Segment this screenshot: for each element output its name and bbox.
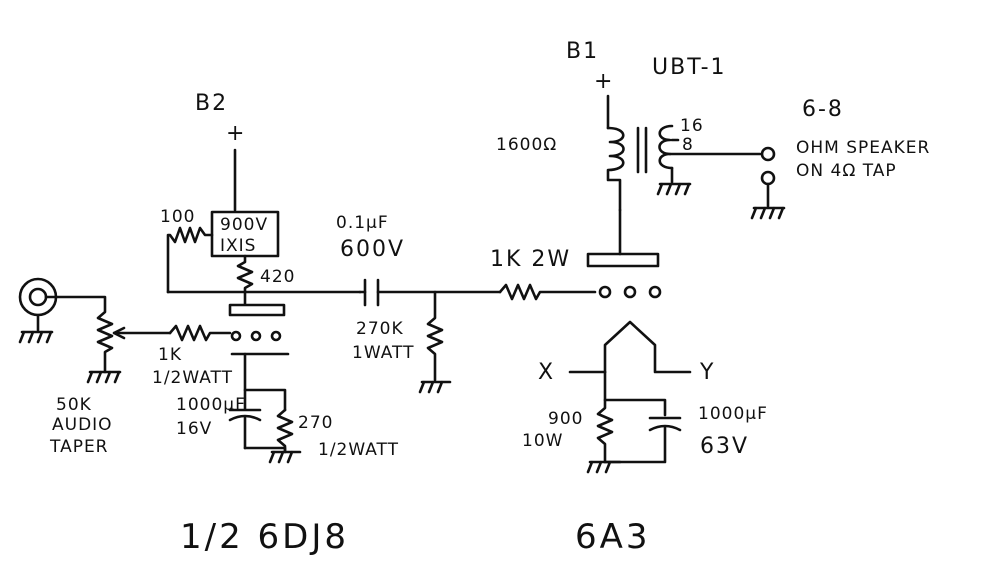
pot-label-line2: AUDIO: [52, 415, 113, 435]
cathode-6a3-cap: [603, 416, 682, 464]
transformer-core: [636, 126, 648, 174]
filament-y-label: Y: [699, 360, 715, 385]
b2-label: B2: [195, 91, 228, 116]
coupling-cap-value: 0.1μF: [336, 213, 389, 233]
speaker-label-line2: OHM SPEAKER: [796, 138, 930, 158]
tap-8-label: 8: [682, 135, 694, 155]
grid-pin-6a3-a: [598, 285, 612, 299]
cathode-6a3-res-value: 900: [548, 409, 583, 429]
regulator-100-resistor: [166, 226, 214, 294]
input-jack-ground: [18, 313, 54, 344]
cathode-6dj8-cap-value: 1000μF: [176, 395, 246, 415]
regulator-top-resistor-label: 100: [160, 207, 195, 227]
input-resistor-value: 1K: [158, 345, 182, 365]
primary-impedance-label: 1600Ω: [496, 135, 557, 155]
b1-label: B1: [566, 39, 599, 64]
pot-label-line1: 50K: [56, 395, 92, 415]
output-tube-label: 6A3: [575, 517, 651, 557]
cathode-6a3-ground: [586, 460, 622, 474]
secondary-tap-wire: [668, 138, 762, 156]
regulator-line1: 900V: [220, 215, 268, 235]
plate-6a3: [586, 252, 660, 268]
cathode-6dj8-resistor: [276, 408, 294, 454]
filament-x-label: X: [538, 360, 555, 385]
grid-leak-value: 270K: [356, 319, 404, 339]
coupling-cap-voltage: 600V: [340, 237, 405, 262]
cathode-6dj8-res-watt: 1/2WATT: [318, 440, 399, 460]
b2-plus: +: [226, 121, 246, 146]
volume-pot: [44, 295, 114, 374]
grid-pin-6a3-b: [623, 285, 637, 299]
cathode-6dj8-cap-voltage: 16V: [176, 419, 212, 439]
transformer-label: UBT-1: [652, 55, 727, 80]
regulator-line2: IXIS: [220, 236, 256, 256]
b1-plus: +: [594, 69, 614, 94]
grid-pin-6dj8-a: [230, 330, 242, 342]
speaker-label-line1: 6-8: [802, 97, 844, 122]
grid-leak-resistor: [426, 290, 444, 382]
grid-pin-6dj8-c: [270, 330, 282, 342]
cathode-6dj8-cap: [228, 388, 262, 450]
driver-tube-label: 1/2 6DJ8: [180, 517, 349, 557]
transformer-secondary: [658, 124, 674, 170]
coupling-capacitor: [363, 278, 380, 307]
grid-stopper-resistor: [498, 283, 597, 301]
cathode-6a3-cap-voltage: 63V: [700, 434, 749, 459]
input-1k-resistor: [168, 324, 232, 342]
cathode-6dj8-wire: [243, 352, 287, 412]
grid-leak-watt: 1WATT: [352, 343, 414, 363]
regulator-bottom-resistor-label: 420: [260, 267, 295, 287]
cathode-6dj8-ground: [243, 446, 302, 464]
pot-label-line3: TAPER: [49, 437, 109, 457]
input-jack-inner: [28, 287, 48, 307]
plate-6dj8: [228, 303, 286, 317]
cathode-6dj8-res-value: 270: [298, 413, 333, 433]
cathode-6a3-res-watt: 10W: [522, 431, 563, 451]
regulator-420-resistor: [236, 254, 254, 306]
tap-16-label: 16: [680, 116, 704, 136]
grid-pin-6dj8-b: [250, 330, 262, 342]
speaker-label-line3: ON 4Ω TAP: [796, 161, 897, 181]
pot-wiper-arrow: [112, 326, 126, 340]
cathode-6a3-wire: [603, 370, 667, 417]
speaker-terminal-negative: [760, 170, 776, 186]
grid-leak-ground: [418, 380, 452, 394]
speaker-ground: [750, 182, 786, 220]
pot-ground: [86, 370, 122, 384]
cathode-6a3-resistor: [596, 398, 614, 464]
grid-pin-6a3-c: [648, 285, 662, 299]
cathode-6a3-cap-value: 1000μF: [698, 404, 768, 424]
secondary-ground: [656, 166, 692, 196]
input-resistor-watt: 1/2WATT: [152, 368, 233, 388]
speaker-terminal-positive: [760, 146, 776, 162]
grid-stopper-label: 1K 2W: [490, 247, 571, 272]
transformer-primary: [606, 126, 625, 212]
filament-6a3: [603, 320, 692, 374]
